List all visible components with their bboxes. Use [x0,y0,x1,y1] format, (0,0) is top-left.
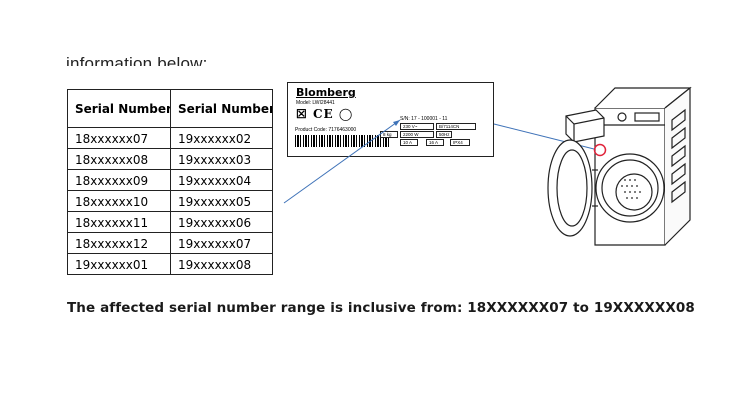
table-cell: 19xxxxxx05 [170,190,273,212]
plate-brand-logo: Blomberg [296,86,356,99]
table-cell: 19xxxxxx03 [170,148,273,170]
plate-product-code: Product Code: 7176463000 [295,127,357,133]
spec-model-code: B/7114CN [436,123,476,130]
column-header: Serial Numbers [170,89,273,128]
pointer-line-to-serial [283,119,401,204]
cropped-intro-text: information below: [66,54,208,66]
table-row: 19xxxxxx01 19xxxxxx08 [67,253,273,275]
table-header-row: Serial Numbers Serial Numbers [67,89,273,128]
table-row: 18xxxxxx08 19xxxxxx03 [67,148,273,170]
table-cell: 18xxxxxx08 [67,148,171,170]
table-cell: 19xxxxxx08 [170,253,273,275]
ce-mark: CE [312,107,334,121]
rating-plate: Blomberg Model: LWI28441 ☒ CE ◯ S/N: 17 … [287,82,494,157]
plate-serial-text: S/N: 17 - 100001 - 11 [400,116,448,122]
spec-fuse: 16 A [426,139,444,146]
serial-range-statement: The affected serial number range is incl… [67,300,695,316]
table-cell: 19xxxxxx02 [170,127,273,149]
table-row: 18xxxxxx10 19xxxxxx05 [67,190,273,212]
spec-frequency: 50Hz [436,131,452,138]
table-row: 18xxxxxx07 19xxxxxx02 [67,127,273,149]
table-cell: 18xxxxxx11 [67,211,171,233]
spec-power: 2200 W [400,131,434,138]
table-cell: 18xxxxxx10 [67,190,171,212]
arrowhead-icon [393,120,400,126]
table-cell: 19xxxxxx07 [170,232,273,254]
spec-voltage: 230 V~ [400,123,434,130]
column-header: Serial Numbers [67,89,171,128]
rating-plate-location-marker [593,143,607,157]
vde-icon: ◯ [338,107,354,121]
table-cell: 19xxxxxx06 [170,211,273,233]
certification-marks-icon: ☒ CE ◯ [296,107,353,121]
spec-current: 10 A [400,139,418,146]
weee-bin-icon: ☒ [296,107,308,121]
spec-ip-rating: IPX4 [450,139,470,146]
plate-model-text: Model: LWI28441 [296,100,335,106]
serial-number-table: Serial Numbers Serial Numbers 18xxxxxx07… [67,89,273,275]
washing-machine-illustration [547,86,692,246]
table-row: 18xxxxxx11 19xxxxxx06 [67,211,273,233]
table-cell: 18xxxxxx07 [67,127,171,149]
